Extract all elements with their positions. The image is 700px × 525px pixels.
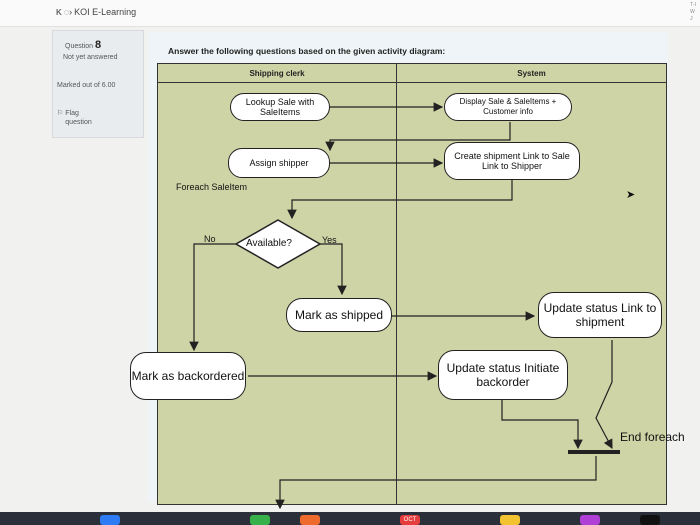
question-info-panel: Question 8 Not yet answered Marked out o…: [52, 30, 144, 138]
node-update-backorder: Update status Initiate backorder: [438, 350, 568, 400]
site-brand[interactable]: K ◌› KOI E-Learning: [56, 7, 136, 17]
label-no: No: [204, 234, 216, 244]
macos-dock: [0, 512, 700, 525]
question-label: Question 8: [65, 39, 102, 51]
label-foreach: Foreach SaleItem: [176, 182, 248, 192]
corner-text: T-I W J: [690, 2, 696, 22]
node-create-shipment: Create shipment Link to Sale Link to Shi…: [444, 142, 580, 180]
question-marks: Marked out of 6.00: [57, 82, 116, 89]
node-mark-backordered: Mark as backordered: [130, 352, 246, 400]
logo-ring-icon: ◌›: [63, 7, 73, 17]
dock-app-icon[interactable]: [300, 515, 320, 525]
flag-icon: ⚐: [57, 110, 64, 117]
lane-shipping-clerk: Shipping clerk: [158, 64, 396, 83]
dock-app-icon[interactable]: [250, 515, 270, 525]
koi-logo-icon: K: [56, 7, 62, 17]
node-assign-shipper: Assign shipper: [228, 148, 330, 178]
label-yes: Yes: [322, 235, 337, 245]
node-lookup-sale: Lookup Sale with SaleItems: [230, 93, 330, 121]
node-update-link-shipment: Update status Link to shipment: [538, 292, 662, 338]
dock-app-icon[interactable]: [500, 515, 520, 525]
activity-diagram: Shipping clerk System: [157, 63, 667, 505]
dock-app-icon[interactable]: [580, 515, 600, 525]
lane-divider: [396, 64, 397, 504]
dock-app-icon[interactable]: [640, 515, 660, 525]
dock-app-icon[interactable]: [100, 515, 120, 525]
mouse-cursor-icon: ➤: [626, 189, 636, 201]
lane-system: System: [397, 64, 666, 83]
dock-calendar-icon[interactable]: OCT: [400, 515, 420, 525]
node-display-sale: Display Sale & SaleItems + Customer info: [444, 93, 572, 121]
node-mark-shipped: Mark as shipped: [286, 298, 392, 332]
site-title: KOI E-Learning: [74, 7, 137, 17]
label-available: Available?: [246, 238, 292, 249]
question-number: 8: [94, 39, 102, 51]
label-end-foreach: End foreach: [620, 430, 685, 444]
question-status: Not yet answered: [63, 54, 118, 61]
flag-question-link[interactable]: ⚐ Flag question: [57, 110, 92, 126]
browser-topbar: K ◌› KOI E-Learning T-I W J: [0, 0, 700, 27]
question-prompt: Answer the following questions based on …: [168, 46, 446, 56]
